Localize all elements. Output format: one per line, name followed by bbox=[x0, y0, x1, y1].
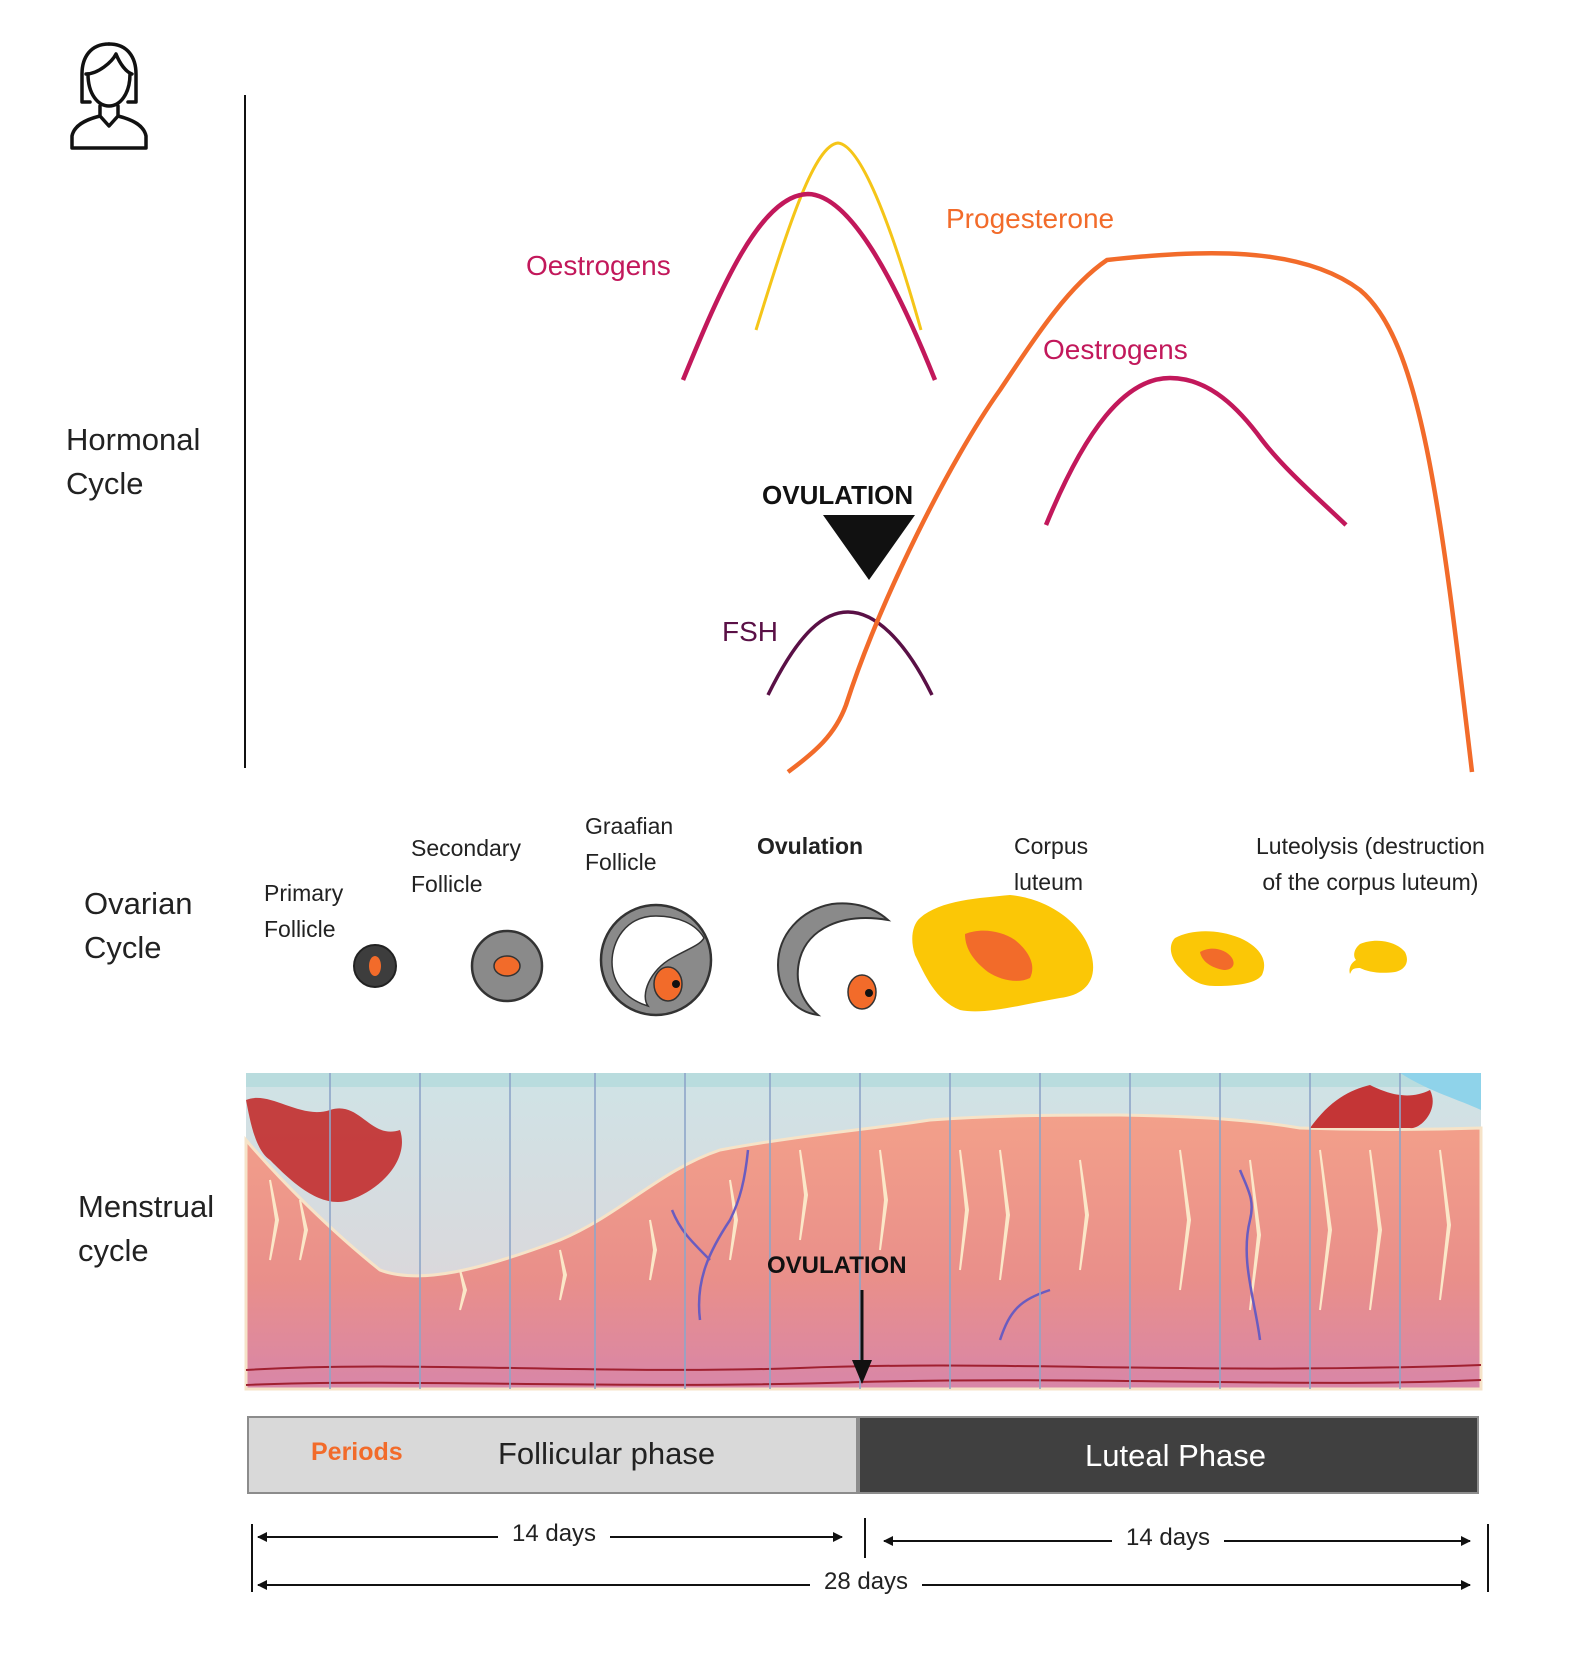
progesterone-curve bbox=[786, 251, 1475, 774]
primary-follicle-shape bbox=[353, 944, 397, 988]
ovulation-triangle bbox=[823, 515, 915, 580]
periods-label: Periods bbox=[311, 1438, 403, 1466]
total-duration-label: 28 days bbox=[810, 1568, 923, 1596]
follicular-phase-label: Follicular phase bbox=[498, 1436, 716, 1471]
oestrogens-curve-1 bbox=[680, 191, 938, 381]
oestrogens-curve-2 bbox=[1043, 375, 1348, 527]
follicular-duration-label: 14 days bbox=[498, 1520, 611, 1548]
progesterone-label: Progesterone bbox=[946, 203, 1115, 234]
luteal-phase-bar: Luteal Phase bbox=[858, 1416, 1479, 1494]
oestrogens-label-2: Oestrogens bbox=[1043, 334, 1188, 365]
lh-curve bbox=[754, 141, 923, 331]
endometrium-illustration bbox=[244, 1073, 1483, 1391]
ovulation-marker-label: OVULATION bbox=[762, 480, 914, 510]
ovulation-stage-label: Ovulation bbox=[757, 833, 864, 859]
luteolysis-shape-small bbox=[1349, 940, 1407, 974]
corpus-luteum-shape bbox=[912, 895, 1094, 1012]
luteal-phase-label: Luteal Phase bbox=[1085, 1438, 1266, 1473]
graafian-follicle-shape bbox=[599, 903, 713, 1017]
fsh-curve bbox=[766, 610, 934, 696]
luteal-duration-label: 14 days bbox=[1112, 1524, 1225, 1552]
menstrual-ovulation-label: OVULATION bbox=[767, 1252, 907, 1279]
ovulation-shape bbox=[776, 902, 892, 1017]
luteolysis-shape-large bbox=[1170, 931, 1265, 986]
secondary-follicle-shape bbox=[470, 929, 544, 1003]
woman-icon bbox=[70, 42, 148, 150]
follicular-phase-bar: Periods Follicular phase bbox=[247, 1416, 858, 1494]
fsh-label: FSH bbox=[722, 616, 778, 647]
oestrogens-label-1: Oestrogens bbox=[526, 250, 671, 281]
